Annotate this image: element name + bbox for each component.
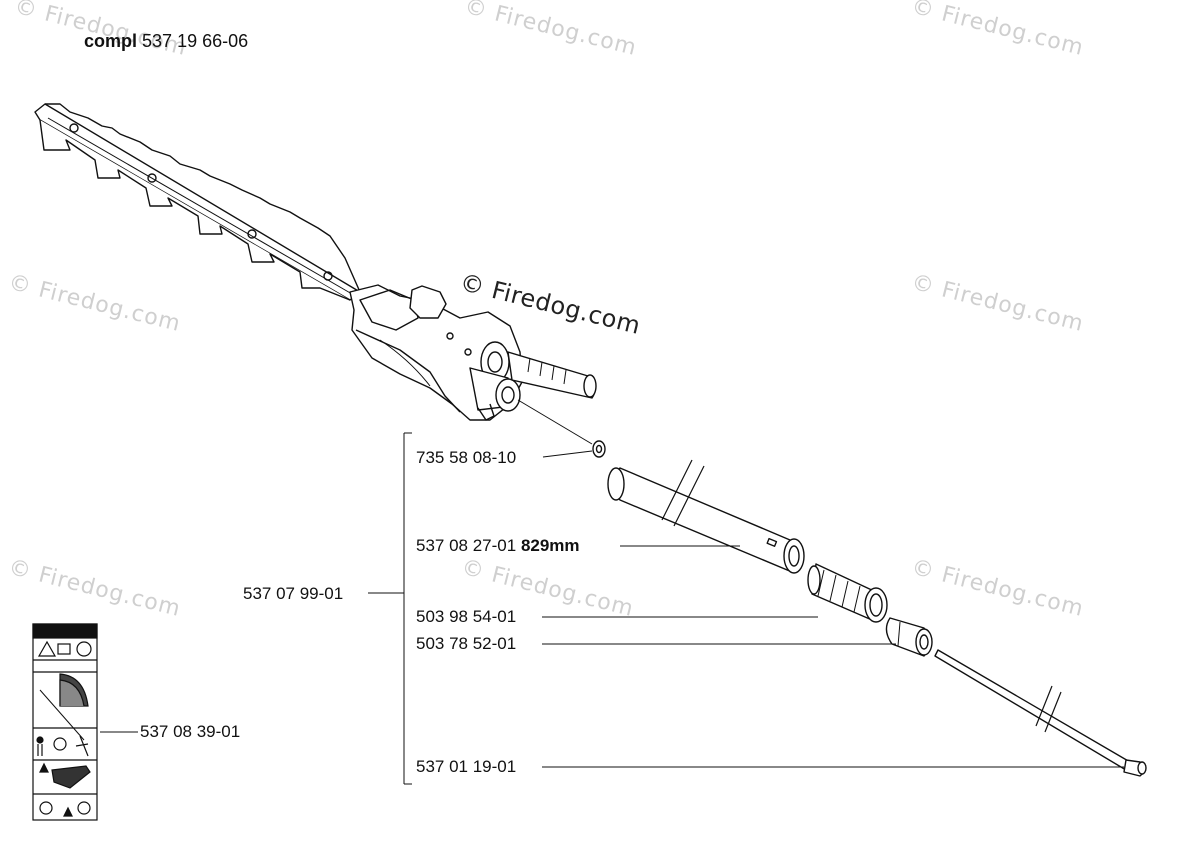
part-label-bushing: 503 98 54-01 (416, 607, 517, 626)
handle-knob (507, 351, 597, 399)
page-title: compl 537 19 66-06 (84, 31, 248, 52)
washer-part (592, 440, 606, 458)
part-label-assembly: 537 07 99-01 (243, 584, 344, 603)
title-prefix: compl (84, 31, 138, 51)
part-label-drive-shaft: 537 01 19-01 (416, 757, 517, 776)
tube-length: 829mm (520, 536, 580, 555)
part-label-tube: 537 08 27-01 829mm (416, 536, 580, 556)
bushing-part (807, 563, 888, 623)
gearbox-head (349, 284, 523, 421)
warning-decal-icon (32, 623, 98, 821)
leader-lines (100, 432, 1124, 785)
hedge-blade (34, 103, 361, 301)
part-label-decal: 537 08 39-01 (140, 722, 241, 741)
drive-shaft-part (934, 649, 1147, 777)
tube-number: 537 08 27-01 (416, 536, 517, 555)
nut-part (885, 617, 933, 657)
title-number: 537 19 66-06 (142, 31, 249, 51)
part-label-washer: 735 58 08-10 (416, 448, 517, 467)
tube-part (607, 459, 805, 574)
part-label-nut: 503 78 52-01 (416, 634, 517, 653)
